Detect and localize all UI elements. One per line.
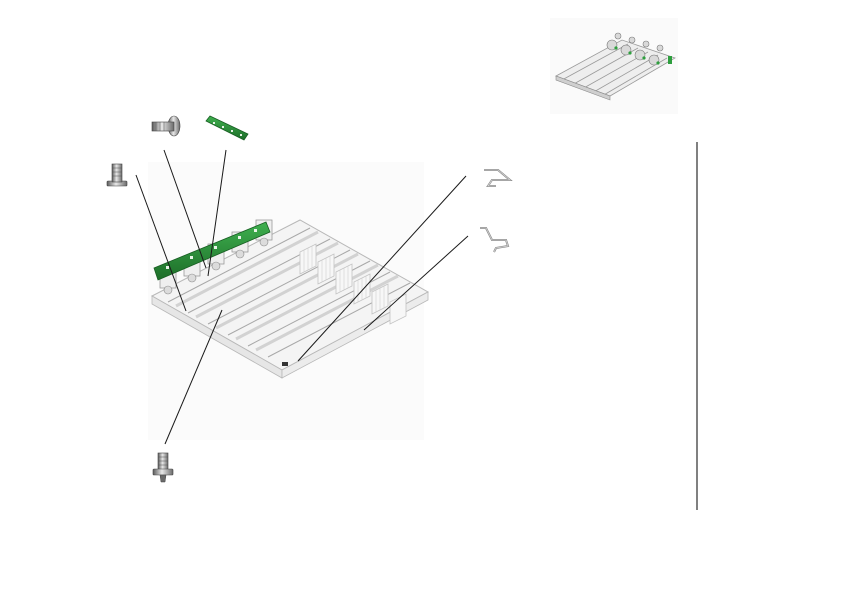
frame-assembly-main bbox=[148, 162, 430, 440]
screw-top-left bbox=[106, 163, 128, 187]
leader-circuit-board bbox=[207, 149, 227, 277]
metal-bracket-upper bbox=[484, 169, 513, 187]
leader-lines bbox=[135, 149, 469, 445]
leader-screw-bottom bbox=[164, 309, 223, 445]
frame-assembly-thumbnail bbox=[550, 18, 678, 114]
leader-bracket-lower bbox=[363, 235, 469, 331]
screw-bottom bbox=[152, 452, 174, 483]
screw-top-center bbox=[151, 115, 181, 137]
leader-bracket-upper bbox=[297, 175, 467, 362]
leader-screw-top-center bbox=[163, 149, 207, 269]
leader-screw-top-left bbox=[135, 174, 187, 312]
circuit-board-strip bbox=[205, 115, 249, 141]
metal-bracket-lower bbox=[480, 227, 510, 253]
